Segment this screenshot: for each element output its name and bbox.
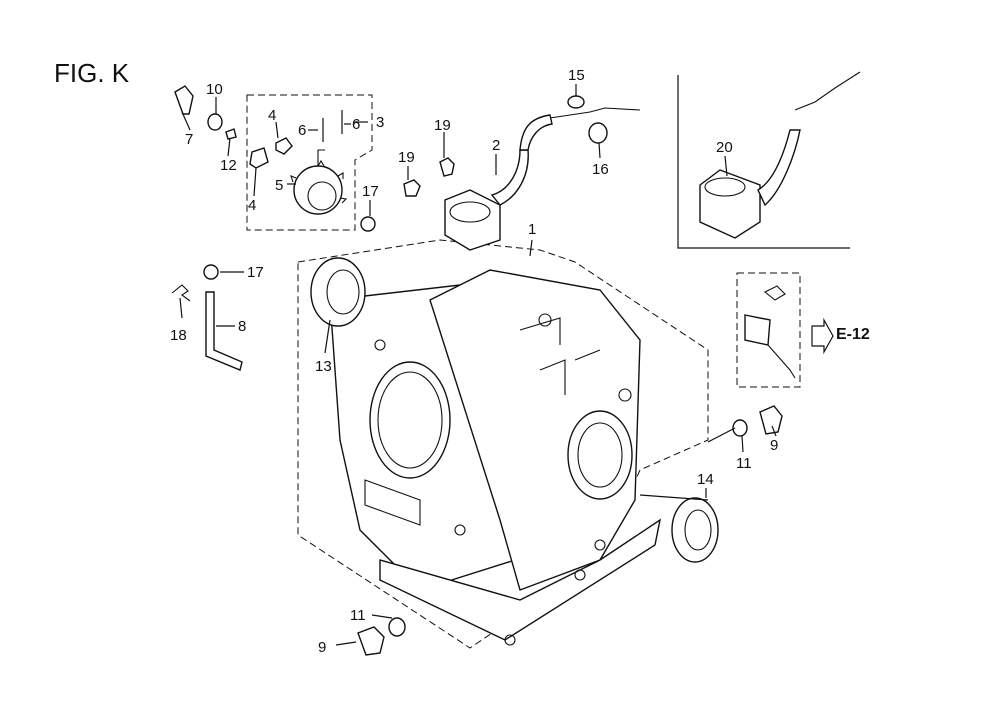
callout-9-bottom: 9: [318, 639, 326, 656]
callout-18: 18: [170, 327, 187, 344]
oil-alert-2: [444, 107, 641, 251]
callout-16: 16: [592, 161, 609, 178]
callout-8: 8: [238, 318, 246, 335]
governor-gear-5: [290, 149, 348, 215]
callout-17-lower: 17: [247, 264, 264, 281]
washer-11-bottom: [388, 617, 406, 637]
bolt-7: [174, 85, 194, 115]
reference-e12-label: E-12: [836, 326, 870, 343]
leader-lines: [179, 84, 777, 646]
callout-15: 15: [568, 67, 585, 84]
grommet-15: [567, 95, 585, 109]
nut-17-upper: [360, 216, 376, 232]
sensor-bracket-box: [736, 272, 801, 388]
callout-1: 1: [528, 221, 536, 238]
callout-2: 2: [492, 137, 500, 154]
nut-17-lower: [203, 264, 219, 280]
clip-18: [171, 284, 191, 302]
figure-title: FIG. K: [54, 58, 130, 88]
washer-10: [207, 113, 223, 131]
callout-7: 7: [185, 131, 193, 148]
drain-bolt-9-right: [759, 405, 783, 435]
nut-16: [588, 122, 608, 144]
crankcase-group-box: [297, 239, 709, 649]
sensor-bracket-e12: [744, 285, 796, 379]
callout-14: 14: [697, 471, 714, 488]
breather-tube-8: [205, 291, 243, 371]
reference-arrow: [811, 317, 834, 355]
callout-6b: 6: [352, 116, 360, 133]
bolt-19-upper: [439, 157, 455, 177]
clip-12: [225, 128, 237, 140]
callout-10: 10: [206, 81, 223, 98]
callout-19-upper: 19: [434, 117, 451, 134]
callout-11-bottom: 11: [350, 607, 366, 624]
callout-9-right: 9: [770, 437, 778, 454]
oil-level-switch-20: [699, 71, 861, 239]
callout-13: 13: [315, 358, 332, 375]
callout-17-upper: 17: [362, 183, 379, 200]
callout-4a: 4: [268, 107, 276, 124]
crankcase-body: [329, 269, 662, 646]
weight-4-lower: [249, 147, 269, 169]
callout-12: 12: [220, 157, 237, 174]
bearing-13: [310, 257, 366, 327]
gear-group-box: [246, 94, 373, 231]
callout-3: 3: [376, 114, 384, 131]
callout-11-right: 11: [736, 455, 752, 472]
weight-4-upper: [275, 137, 293, 155]
callout-6a: 6: [298, 122, 306, 139]
callout-4b: 4: [248, 197, 256, 214]
drain-bolt-9-bottom: [357, 626, 385, 656]
bolt-19-lower: [403, 179, 421, 197]
oil-seal-14: [671, 497, 719, 563]
callout-5: 5: [275, 177, 283, 194]
inset-frame: [677, 75, 850, 249]
washer-11-right: [732, 419, 748, 437]
callout-20: 20: [716, 139, 733, 156]
callout-19-lower: 19: [398, 149, 415, 166]
